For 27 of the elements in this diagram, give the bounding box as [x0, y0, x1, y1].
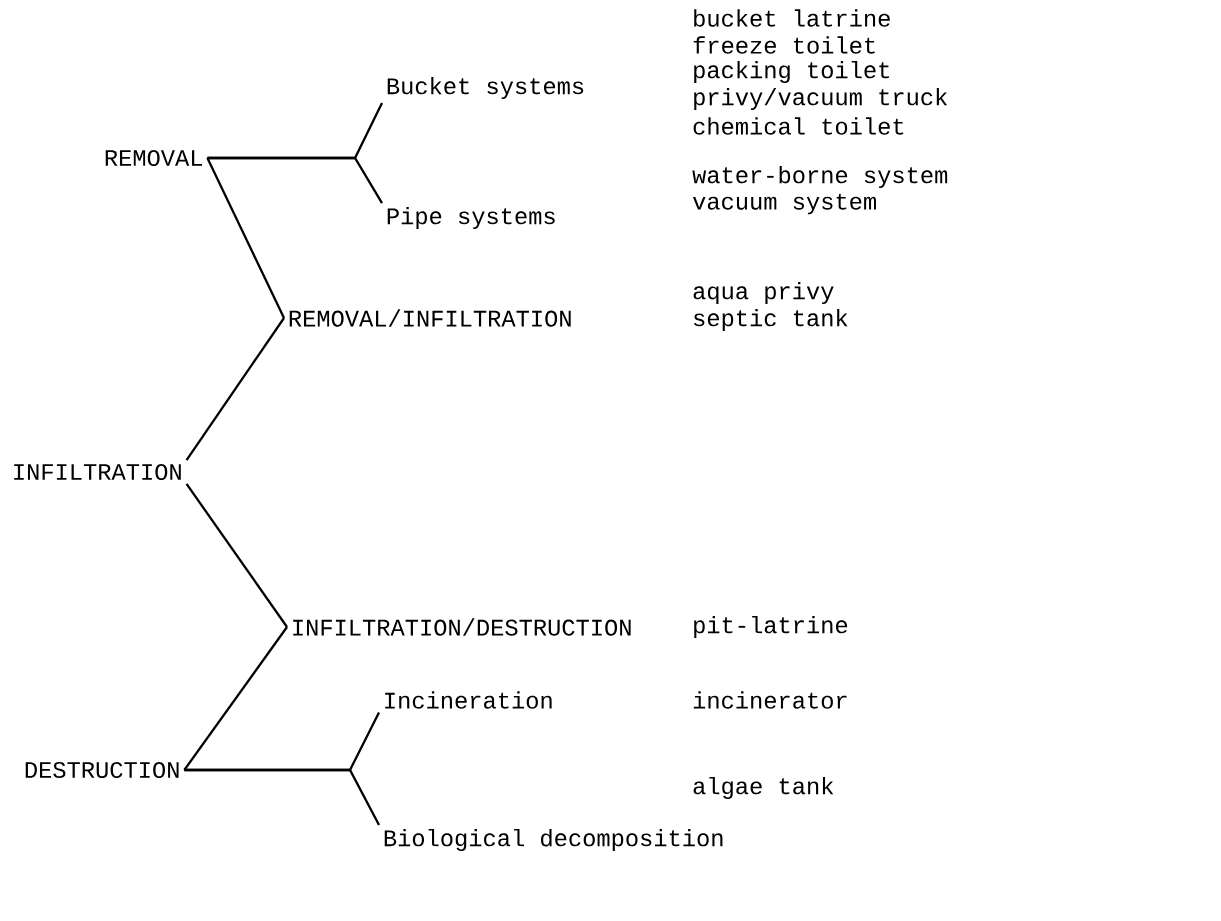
- tree-line: [185, 483, 288, 628]
- category-label: INFILTRATION: [14, 463, 181, 481]
- category-label: Biological decomposition: [384, 828, 723, 852]
- list-item: pit-latrine: [694, 615, 848, 639]
- list-item: packing toilet: [694, 60, 889, 84]
- list-item: freeze toilet: [693, 36, 875, 54]
- tree-line: [207, 156, 383, 204]
- tree-line: [183, 626, 288, 771]
- category-label: Pipe systems: [387, 206, 555, 230]
- list-item: privy/vacuum truck: [694, 87, 948, 111]
- category-label: DESTRUCTION: [25, 761, 179, 779]
- list-item: incinerator: [693, 691, 847, 709]
- list-item: aqua privy: [693, 281, 834, 305]
- tree-line: [184, 768, 380, 826]
- list-item: algae tank: [693, 776, 834, 800]
- list-item: chemical toilet: [693, 117, 904, 135]
- list-item: vacuum system: [692, 193, 876, 215]
- category-label: INFILTRATION/DESTRUCTION: [293, 618, 631, 636]
- list-item: water-borne system: [692, 165, 948, 189]
- list-item: bucket latrine: [694, 9, 890, 27]
- category-label: Incineration: [385, 691, 552, 709]
- tree-line: [206, 157, 286, 319]
- category-label: Bucket systems: [387, 76, 584, 100]
- category-label: REMOVAL: [105, 149, 202, 167]
- tree-line: [185, 317, 285, 461]
- list-item: septic tank: [694, 308, 848, 332]
- category-label: REMOVAL/INFILTRATION: [289, 309, 571, 327]
